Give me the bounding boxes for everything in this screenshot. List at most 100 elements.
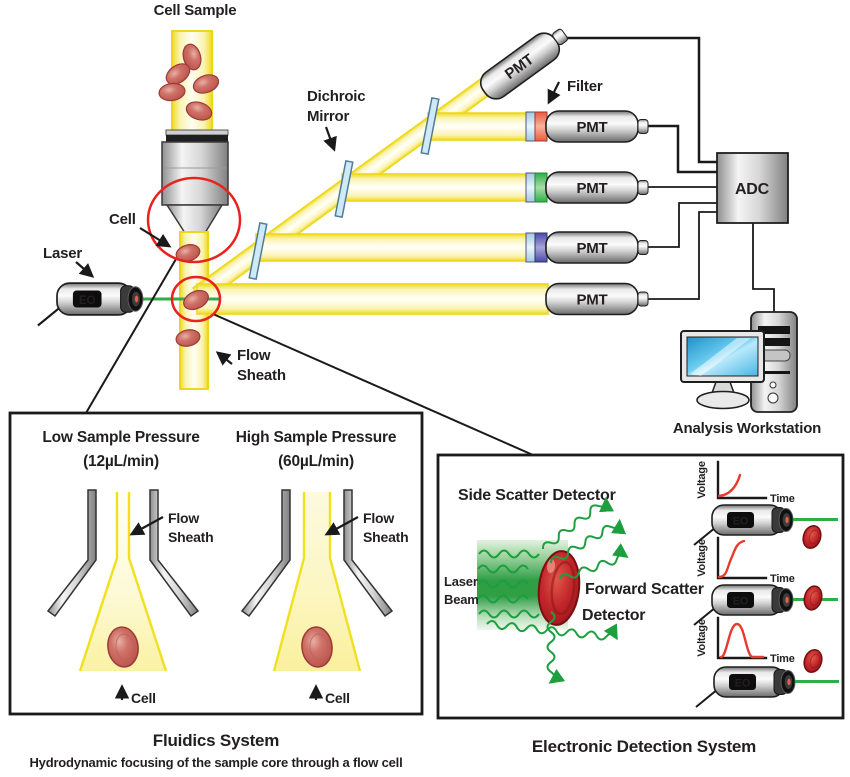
cell-blob — [165, 63, 191, 85]
graph-axes — [716, 536, 768, 580]
low-pressure-rate: (12µL/min) — [83, 453, 159, 470]
flow-sheath-label-1: Flow — [237, 347, 271, 364]
flow-sheath-label-1: Flow — [363, 510, 394, 526]
sample-core-wide — [274, 492, 360, 671]
mini-cell-ring — [808, 529, 820, 545]
wire-pmt4-to-adc — [648, 211, 717, 300]
core-edge — [78, 492, 119, 672]
pmt-connector — [637, 180, 649, 195]
nozzle-cap-band — [166, 135, 228, 142]
signal-curve-gaussian — [719, 622, 765, 659]
dichroic-mirror-label-1: Dichroic — [307, 88, 365, 105]
tower-drive-slot — [758, 338, 790, 346]
fluidics-caption: Fluidics System — [153, 731, 280, 750]
mini-cell-below-beam — [802, 525, 822, 549]
voltage-axis-label: Voltage — [696, 619, 708, 657]
mini-cell-ring — [809, 653, 821, 669]
pmt-label: PMT — [576, 180, 607, 197]
dichroic-pointer-arrow — [323, 126, 337, 152]
high-pressure-rate: (60µL/min) — [278, 453, 354, 470]
cell-blob — [185, 101, 213, 121]
glass-filter — [525, 172, 536, 203]
flow-sheath-pointer-arrow — [215, 351, 233, 366]
tower-drive-slot — [758, 326, 790, 334]
dichroic-mirror-label-2: Mirror — [307, 108, 350, 125]
forward-scatter-label-1: Forward Scatter — [585, 581, 704, 598]
time-axis-label: Time — [770, 573, 795, 585]
adc-body — [716, 152, 789, 224]
flow-sheath-label-2: Sheath — [168, 529, 213, 545]
laser-label: Laser — [43, 245, 82, 262]
voltage-axis-label: Voltage — [696, 461, 708, 499]
low-pressure-funnel: Cell Flow Sheath — [46, 489, 214, 706]
pmt-connector — [637, 291, 649, 307]
pmt-4-forward-scatter: PMT — [545, 282, 649, 316]
detection-caption: Electronic Detection System — [532, 737, 756, 756]
wire-adc-to-workstation — [752, 223, 775, 313]
sample-core-narrow — [80, 492, 166, 671]
tower-button — [767, 392, 779, 404]
tower-slot — [758, 371, 790, 374]
forward-scatter-label-2: Detector — [582, 607, 645, 624]
electronic-detection-box: Side Scatter Detector Laser Beam Forward… — [436, 453, 845, 756]
signal-panel-approaching: Voltage Time — [693, 460, 838, 549]
nozzle-cone — [165, 204, 224, 234]
beam-to-pmt1 — [427, 112, 529, 141]
cell-inner-ring — [309, 633, 329, 661]
wire-pmt3-to-adc — [648, 202, 717, 248]
big-cell-ring — [550, 560, 576, 616]
pmt-label: PMT — [576, 119, 607, 136]
dichroic-mirror-1 — [248, 221, 268, 281]
callout-line-fluidics — [85, 258, 177, 414]
glass-filter — [525, 111, 536, 142]
tower-button — [769, 381, 777, 389]
laser-pointer-arrow — [75, 261, 95, 278]
screen-shine — [690, 338, 751, 376]
wire-pmt1-to-adc — [648, 124, 717, 174]
mini-cell-above-beam — [803, 649, 823, 673]
signal-panel-in-beam: Voltage Time — [693, 536, 838, 626]
pmt-connector — [637, 240, 649, 255]
pmt-2-green-channel: PMT — [525, 171, 649, 204]
mini-cell-ring — [809, 590, 821, 606]
sheath-wall-right — [343, 489, 394, 618]
pmt-label: PMT — [576, 240, 607, 257]
graph-axes — [716, 460, 768, 500]
cell-pointer-arrow — [139, 227, 172, 248]
pmt-label: PMT — [576, 292, 607, 309]
core-edge — [328, 492, 362, 672]
signal-curve-sigmoid — [717, 539, 746, 579]
glass-filter — [525, 232, 536, 263]
filter-pointer-arrow — [547, 81, 561, 105]
cell-blob — [175, 329, 201, 347]
cell-inner-ring — [115, 633, 135, 661]
pmt-connector — [637, 119, 649, 134]
cell-blob — [182, 43, 202, 71]
analysis-workstation: Analysis Workstation — [673, 311, 821, 437]
low-pressure-title: Low Sample Pressure — [42, 429, 200, 446]
dichroic-mirror-3 — [420, 96, 440, 156]
flow-sheath-label-1: Flow — [168, 510, 199, 526]
graph-axes — [716, 616, 768, 660]
cell-sample-label: Cell Sample — [154, 2, 237, 19]
flow-cell-nozzle — [161, 129, 229, 234]
flow-sheath-pointer-arrow — [324, 516, 359, 536]
main-laser — [36, 282, 144, 327]
sheath-wall-left — [240, 489, 291, 618]
callout-line-detection — [212, 313, 534, 456]
nozzle-cap — [165, 129, 229, 136]
pmt-connector — [552, 28, 568, 46]
beam-to-pmt4 — [196, 283, 549, 315]
beam-to-pmt2 — [341, 173, 529, 202]
cell-label: Cell — [109, 211, 136, 228]
signal-panel-passed: Voltage Time — [695, 616, 839, 708]
high-pressure-funnel: Cell Flow Sheath — [240, 489, 409, 706]
cells-in-sample-tube — [158, 43, 220, 121]
nozzle-body — [161, 141, 229, 206]
monitor-stand-base — [696, 390, 750, 410]
pmt-1-red-channel: PMT — [525, 110, 649, 143]
voltage-axis-label: Voltage — [696, 539, 708, 577]
side-scatter-label: Side Scatter Detector — [458, 487, 616, 504]
